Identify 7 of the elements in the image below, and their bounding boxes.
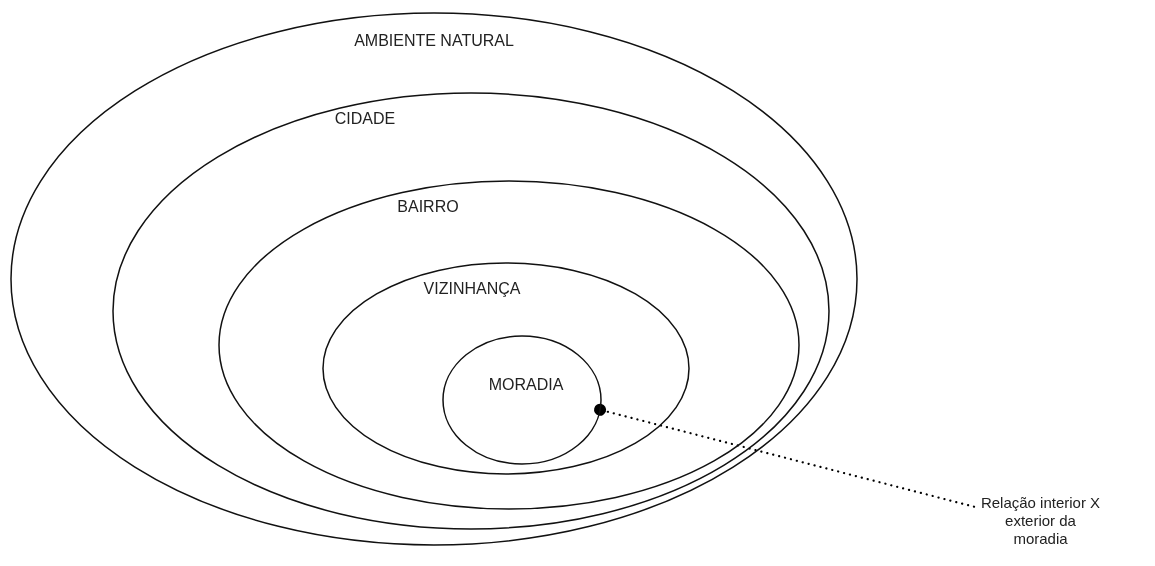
region-label: MORADIA [488,376,564,394]
region-label: VIZINHANÇA [423,280,521,298]
annotation-text: Relação interior X exterior da moradia [978,494,1103,554]
leader-line [594,403,976,508]
region-label: CIDADE [334,110,396,128]
region-label: AMBIENTE NATURAL [354,32,514,50]
region-label: BAIRRO [397,198,459,216]
